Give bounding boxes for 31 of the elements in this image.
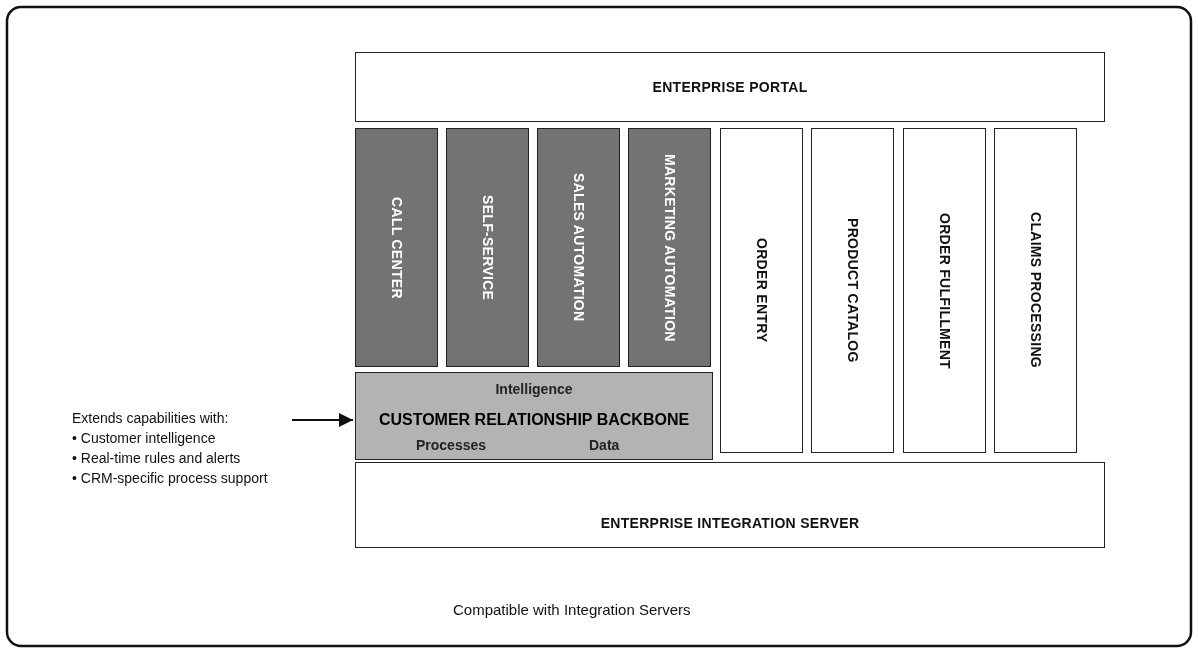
section-label: Intelligence <box>494 381 574 397</box>
server-bar <box>355 462 1105 548</box>
module-title: ORDER FULFILLMENT <box>936 212 953 369</box>
backbone-box <box>355 372 713 460</box>
backbone-title: CUSTOMER RELATIONSHIP BACKBONE <box>377 411 691 429</box>
module-title: ORDER ENTRY <box>753 238 770 343</box>
module-title: CALL CENTER <box>388 196 405 299</box>
module-column <box>628 128 711 367</box>
portal-bar <box>355 52 1105 122</box>
section-label: Processes <box>416 437 487 453</box>
bullet-item: • Real-time rules and alerts <box>72 449 242 468</box>
module-title: MARKETING AUTOMATION <box>661 153 678 342</box>
caption: Compatible with Integration Servers <box>453 601 691 618</box>
module-column <box>903 128 986 453</box>
section-label: Data <box>589 437 620 453</box>
bullet-item: • CRM-specific process support <box>72 469 269 488</box>
bar-title: ENTERPRISE INTEGRATION SERVER <box>600 515 860 531</box>
module-column <box>355 128 438 367</box>
bullet-item: • Customer intelligence <box>72 429 217 448</box>
module-column <box>811 128 894 453</box>
annotation-text: Extends capabilities with: <box>72 409 230 428</box>
module-column <box>994 128 1077 453</box>
arrow <box>291 413 354 427</box>
module-title: SELF-SERVICE <box>479 194 496 301</box>
module-column <box>446 128 529 367</box>
module-title: PRODUCT CATALOG <box>844 218 861 363</box>
module-title: CLAIMS PROCESSING <box>1027 212 1044 369</box>
module-title: SALES AUTOMATION <box>570 173 587 322</box>
module-column <box>537 128 620 367</box>
module-column <box>720 128 803 453</box>
bar-title: ENTERPRISE PORTAL <box>652 79 808 95</box>
